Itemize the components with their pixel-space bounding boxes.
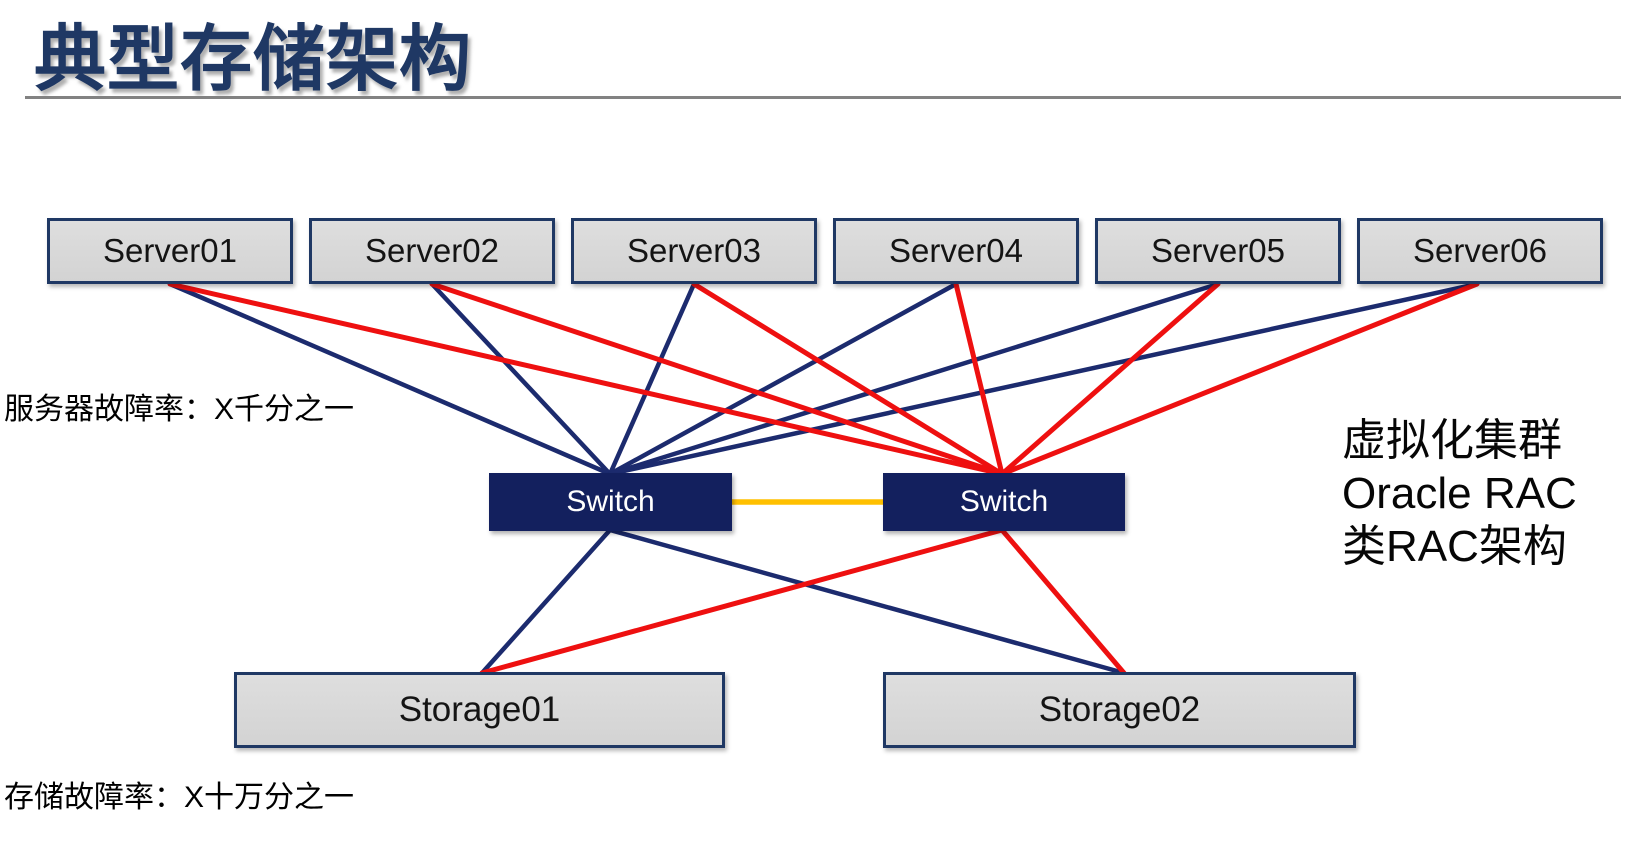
- node-label: Server04: [889, 232, 1023, 269]
- node-switch-a: Switch: [489, 473, 732, 531]
- node-label: Server01: [103, 232, 237, 269]
- node-server02: Server02: [309, 218, 555, 284]
- title-divider: [25, 96, 1621, 99]
- node-label: Switch: [959, 485, 1049, 518]
- node-label: Storage02: [1038, 690, 1201, 729]
- side-note-line-3: 类RAC架构: [1342, 522, 1567, 571]
- node-server04: Server04: [833, 218, 1079, 284]
- edge-server02-to-switch-a: [429, 281, 613, 477]
- node-server05: Server05: [1095, 218, 1341, 284]
- side-note-line-1: 虚拟化集群: [1342, 416, 1562, 465]
- server-failure-rate-label: 服务器故障率：X千分之一: [4, 393, 355, 426]
- edge-switch-b-to-storage02: [999, 527, 1127, 676]
- page-title: 典型存储架构: [34, 20, 473, 100]
- node-label: Server05: [1151, 232, 1285, 269]
- node-label: Storage01: [398, 690, 561, 729]
- edge-server03-to-switch-a: [607, 281, 697, 477]
- edge-switch-b-to-storage01: [479, 527, 1005, 676]
- node-label: Server03: [627, 232, 761, 269]
- edge-server04-to-switch-a: [607, 281, 959, 477]
- edge-switch-a-to-storage01: [479, 527, 613, 676]
- edge-server01-to-switch-b: [167, 281, 1005, 477]
- edge-server04-to-switch-b: [953, 281, 1005, 477]
- node-server06: Server06: [1357, 218, 1603, 284]
- node-server01: Server01: [47, 218, 293, 284]
- node-label: Server02: [365, 232, 499, 269]
- node-label: Server06: [1413, 232, 1547, 269]
- edge-server02-to-switch-b: [429, 281, 1005, 477]
- edge-server01-to-switch-a: [167, 281, 613, 477]
- edge-server05-to-switch-b: [999, 281, 1221, 477]
- node-storage01: Storage01: [234, 672, 725, 748]
- node-label: Switch: [566, 485, 655, 518]
- edge-switch-a-to-storage02: [607, 527, 1127, 676]
- node-server03: Server03: [571, 218, 817, 284]
- storage-failure-rate-label: 存储故障率：X十万分之一: [4, 781, 355, 814]
- edge-server05-to-switch-a: [607, 281, 1221, 477]
- node-switch-b: Switch: [883, 473, 1125, 531]
- side-note-line-2: Oracle RAC: [1342, 469, 1577, 518]
- edge-server03-to-switch-b: [691, 281, 1005, 477]
- node-storage02: Storage02: [883, 672, 1356, 748]
- architecture-side-note: 虚拟化集群 Oracle RAC 类RAC架构: [1342, 414, 1577, 573]
